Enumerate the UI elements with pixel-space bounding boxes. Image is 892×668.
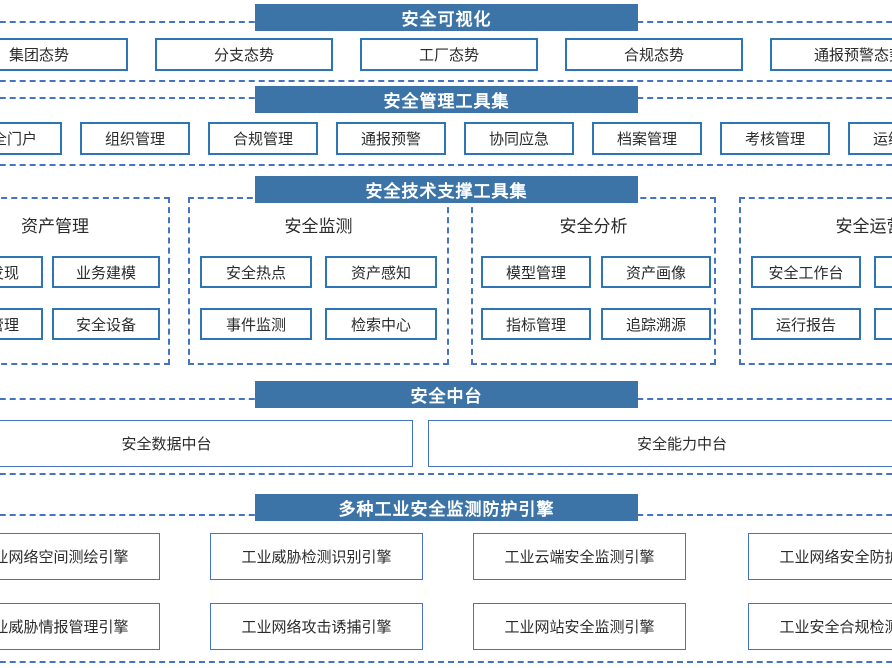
- box-operation-report: 运行报告: [751, 308, 861, 340]
- engine-network-protection: 工业网络安全防护引擎: [748, 533, 892, 580]
- box-org-mgmt: 组织管理: [80, 122, 190, 155]
- box-compliance-mgmt: 合规管理: [208, 122, 318, 155]
- box-group-posture: 集团态势: [0, 38, 128, 71]
- box-asset-discovery: 资产发现: [0, 256, 43, 288]
- engine-threat-detection: 工业威胁检测识别引擎: [210, 533, 423, 580]
- box-security-workbench: 安全工作台: [751, 256, 861, 288]
- engine-cloud-monitoring: 工业云端安全监测引擎: [473, 533, 686, 580]
- box-trace-source: 追踪溯源: [601, 308, 711, 340]
- box-ops-mgmt: 运维管理: [848, 122, 892, 155]
- box-collab-response: 协同应急: [464, 122, 574, 155]
- box-archive-mgmt: 档案管理: [592, 122, 702, 155]
- box-assessment-mgmt: 考核管理: [720, 122, 830, 155]
- engine-attack-honeypot: 工业网络攻击诱捕引擎: [210, 603, 423, 650]
- box-business-modeling: 业务建模: [52, 256, 160, 288]
- box-search-center: 检索中心: [325, 308, 437, 340]
- group-title-security-operations: 安全运营: [835, 216, 892, 236]
- box-alert-notify: 通报预警: [336, 122, 446, 155]
- box-compliance-posture: 合规态势: [565, 38, 743, 71]
- box-model-mgmt: 模型管理: [481, 256, 591, 288]
- section-header-engines: 多种工业安全监测防护引擎: [255, 494, 638, 521]
- section-header-tech-support: 安全技术支撑工具集: [255, 176, 638, 203]
- group-title-security-monitoring: 安全监测: [284, 216, 353, 236]
- group-title-asset-mgmt: 资产管理: [21, 216, 89, 236]
- group-security-operations: [739, 197, 892, 365]
- box-alert-posture: 通报预警态势: [770, 38, 892, 71]
- section-header-visualization: 安全可视化: [255, 4, 638, 31]
- box-event-monitoring: 事件监测: [200, 308, 312, 340]
- engine-website-monitoring: 工业网站安全监测引擎: [473, 603, 686, 650]
- section-header-management: 安全管理工具集: [255, 86, 638, 113]
- box-operations-cut-1: [874, 256, 892, 288]
- box-operations-cut-2: [874, 308, 892, 340]
- box-asset-profile: 资产画像: [601, 256, 711, 288]
- box-security-data-platform: 安全数据中台: [0, 420, 413, 467]
- engine-threat-intel-mgmt: 工业威胁情报管理引擎: [0, 603, 160, 650]
- group-title-security-analysis: 安全分析: [559, 216, 628, 236]
- box-branch-posture: 分支态势: [155, 38, 333, 71]
- box-security-portal: 安全门户: [0, 122, 62, 155]
- section-header-middle-platform: 安全中台: [255, 381, 638, 408]
- box-asset-awareness: 资产感知: [325, 256, 437, 288]
- box-security-capability-platform: 安全能力中台: [428, 420, 892, 467]
- box-factory-posture: 工厂态势: [360, 38, 538, 71]
- box-indicator-mgmt: 指标管理: [481, 308, 591, 340]
- box-security-devices: 安全设备: [52, 308, 160, 340]
- box-security-hotspot: 安全热点: [200, 256, 312, 288]
- engine-compliance-check: 工业安全合规检测引擎: [748, 603, 892, 650]
- group-asset-mgmt: [0, 197, 170, 365]
- box-ledger-mgmt: 台账管理: [0, 308, 43, 340]
- engine-cyberspace-mapping: 工业网络空间测绘引擎: [0, 533, 160, 580]
